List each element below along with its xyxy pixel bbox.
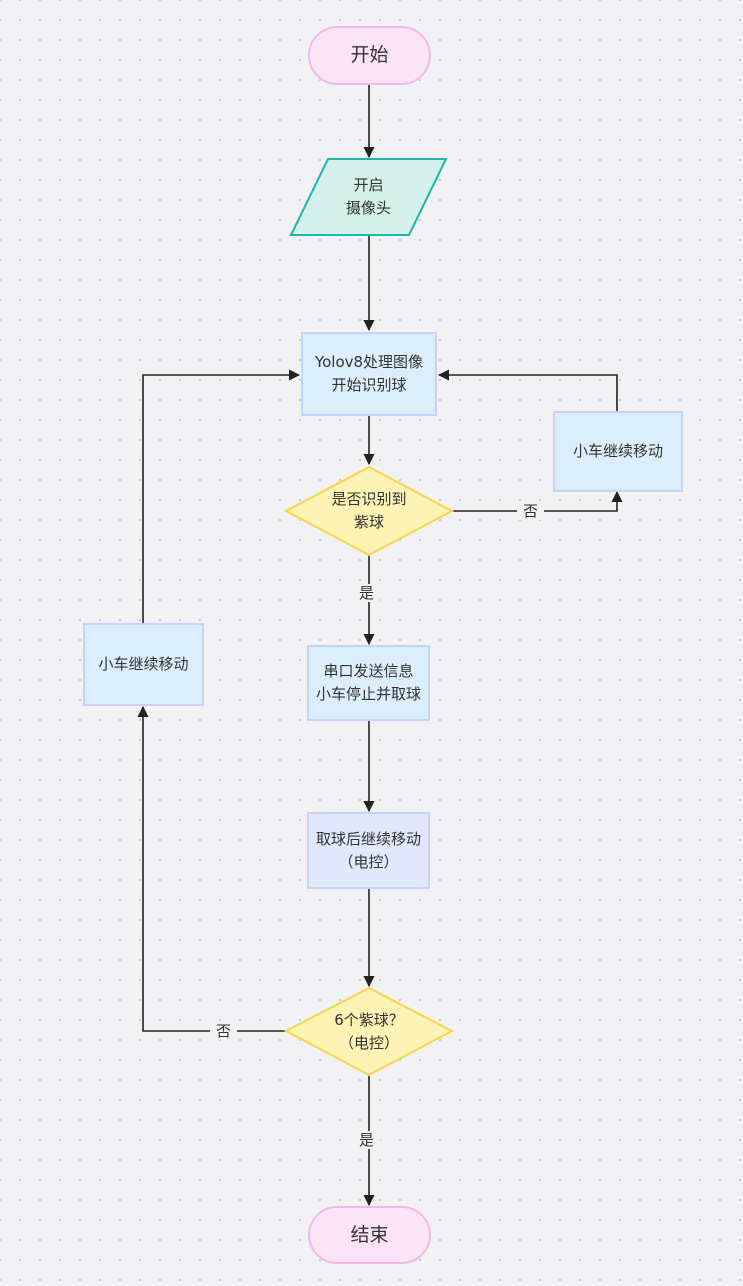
edge-label-yes-purple: 是 [353, 584, 381, 602]
start-terminal [308, 26, 431, 85]
move-right-process-node [553, 411, 683, 492]
serial-process-node [307, 645, 430, 721]
edge-six-no-to-move-left [137, 705, 286, 1032]
yolo-process-node [301, 332, 437, 416]
six-balls-decision-node [283, 986, 455, 1077]
after-pick-process-node [307, 812, 430, 889]
edge-label-no-right: 否 [517, 502, 545, 520]
end-terminal [308, 1206, 431, 1264]
edge-label-yes-six: 是 [353, 1131, 381, 1149]
move-left-process-node [83, 623, 204, 706]
purple-decision-node [283, 465, 455, 557]
edge-decision-no-to-move-right [452, 490, 623, 512]
edge-move-left-to-yolo [142, 369, 301, 623]
edge-label-no-left: 否 [210, 1022, 238, 1040]
camera-io-node [289, 158, 448, 236]
edge-move-right-to-yolo [437, 369, 618, 411]
